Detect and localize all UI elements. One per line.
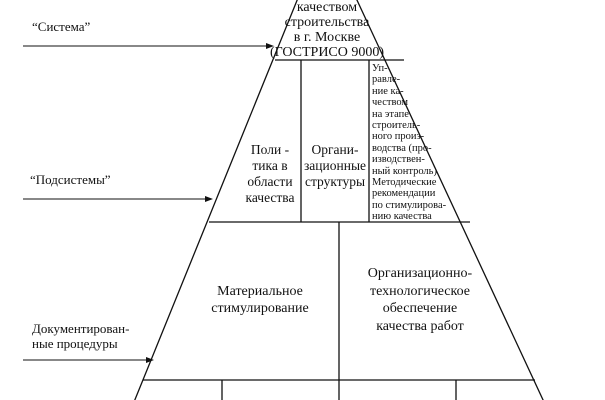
text-line: области [247, 174, 293, 189]
arrow-procedures [23, 357, 154, 363]
text-line: в г. Москве [293, 30, 361, 45]
subsystem-org-structures: Органи- зационные структуры [301, 142, 369, 190]
text-line: строитель- [372, 120, 421, 132]
text-line: равле- [372, 74, 401, 86]
text-line: Материальное [217, 284, 303, 299]
pyramid-right-edge [356, 0, 544, 400]
text-line: Методические [372, 177, 437, 189]
procedure-material-incentives: Материальное стимулирование [190, 283, 330, 317]
level-label-procedures: Документирован- ные процедуры [32, 321, 130, 352]
top-block-text: качеством строительства в г. Москве (ГОС… [267, 0, 387, 60]
label-line: Документирован- [32, 321, 130, 336]
text-line: Организационно- [367, 266, 473, 281]
subsystem-quality-policy: Поли - тика в области качества [240, 142, 300, 206]
text-line: водства (про- [372, 142, 432, 154]
text-line: Поли - [250, 142, 290, 157]
text-line: чеством [372, 97, 409, 109]
text-line: ние ка- [372, 85, 404, 97]
text-line: тика в [252, 158, 288, 173]
text-line: изводствен- [372, 154, 425, 166]
text-line: на этапе [372, 108, 409, 120]
arrow-system [23, 43, 274, 49]
text-line: ного произ- [372, 131, 425, 143]
text-line: строительства [284, 15, 370, 30]
arrow-subsystems [23, 196, 213, 202]
subsystem-quality-management: Уп- равле- ние ка- чеством на этапе стро… [372, 63, 446, 223]
text-line: качества [245, 190, 295, 205]
text-line: структуры [304, 174, 366, 189]
text-line: (ГОСТРИСО 9000) [269, 45, 385, 60]
level-label-system: “Система” [32, 19, 91, 34]
text-line: ный контроль) [372, 165, 437, 177]
text-line: стимулирование [211, 301, 309, 316]
text-line: качеством [296, 0, 358, 15]
text-line: обеспечение [382, 301, 458, 316]
text-line: по стимулирова- [372, 199, 447, 211]
text-line: технологическое [370, 283, 470, 299]
level-label-subsystems: “Подсистемы” [30, 172, 111, 187]
text-line: зационные [303, 158, 367, 173]
text-line: качества работ [376, 318, 464, 334]
text-line: Органи- [311, 142, 359, 157]
text-line: нию качества [372, 211, 432, 223]
text-line: рекомендации [372, 188, 436, 200]
procedure-org-tech-support: Организационно- технологическое обеспече… [345, 265, 495, 335]
label-line: ные процедуры [32, 335, 118, 351]
text-line: Уп- [372, 63, 388, 74]
pyramid-left-edge [134, 0, 298, 400]
